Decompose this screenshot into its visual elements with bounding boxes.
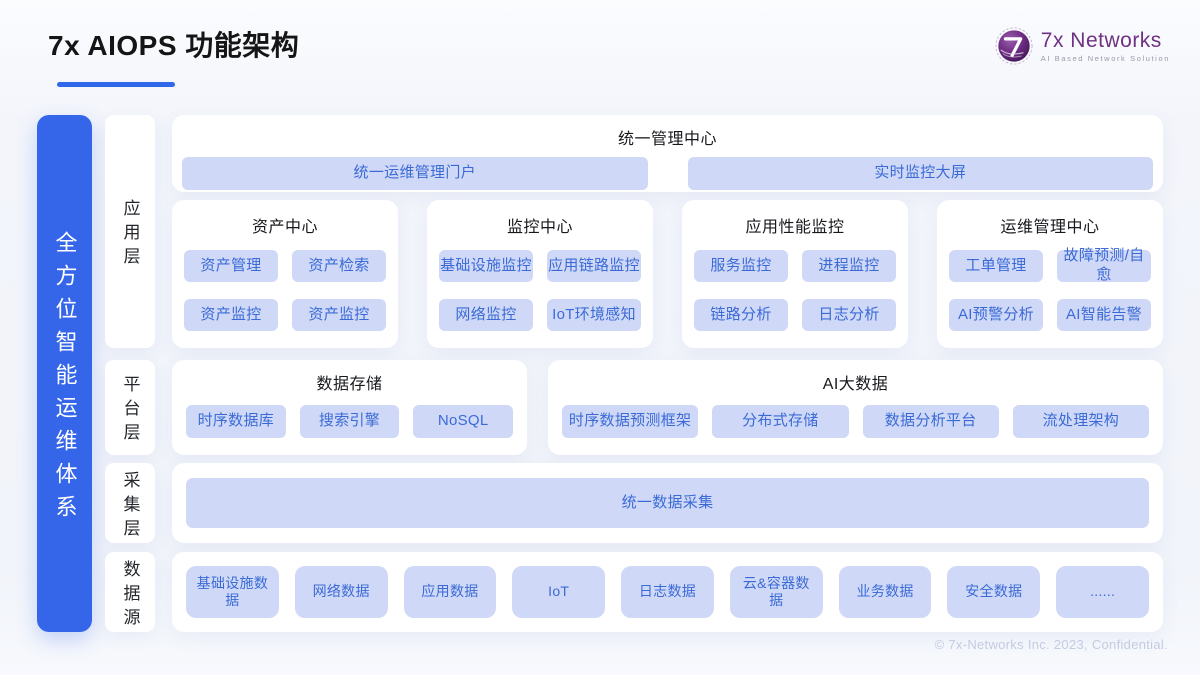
feature-chip: 工单管理: [949, 250, 1043, 282]
datasource-chip: 云&容器数据: [729, 566, 823, 618]
feature-chip: 日志分析: [802, 299, 896, 331]
feature-chip: 网络监控: [439, 299, 533, 331]
application-layer-row: 资产中心 资产管理 资产检索 资产监控 资产监控 监控中心 基础设施监控 应用链…: [172, 200, 1163, 348]
layer-label-platform: 平台层: [105, 360, 155, 455]
feature-chip: 进程监控: [802, 250, 896, 282]
asset-center-card: 资产中心 资产管理 资产检索 资产监控 资产监控: [172, 200, 398, 348]
datasource-row-card: 基础设施数据 网络数据 应用数据 IoT 日志数据 云&容器数据 业务数据 安全…: [172, 552, 1163, 632]
datasource-chip: 安全数据: [947, 566, 1041, 618]
feature-chip: 服务监控: [694, 250, 788, 282]
datasource-chip: 网络数据: [294, 566, 388, 618]
card-title: 运维管理中心: [1000, 219, 1100, 236]
datasource-chip: 业务数据: [838, 566, 932, 618]
feature-chip: 资产管理: [184, 250, 278, 282]
copyright-note: © 7x-Networks Inc. 2023, Confidential.: [934, 637, 1168, 652]
datasource-chip: 日志数据: [621, 566, 714, 618]
feature-chip: 资产监控: [184, 299, 278, 331]
card-title: 应用性能监控: [745, 219, 845, 236]
feature-chip: 统一运维管理门户: [182, 157, 648, 190]
layer-label-collection: 采集层: [105, 463, 155, 543]
ai-bigdata-card: AI大数据 时序数据预测框架 分布式存储 数据分析平台 流处理架构: [548, 360, 1163, 455]
title-underline: [57, 82, 175, 87]
unified-collection-chip: 统一数据采集: [186, 478, 1149, 528]
feature-chip: 搜索引擎: [299, 405, 400, 438]
card-title: 数据存储: [316, 376, 383, 393]
feature-chip: 分布式存储: [712, 405, 849, 438]
datasource-chip: IoT: [512, 566, 606, 618]
card-title: 统一管理中心: [617, 131, 717, 148]
logo-name: 7x Networks: [1040, 28, 1162, 52]
datasource-chip: ......: [1056, 566, 1150, 618]
card-title: 监控中心: [506, 219, 573, 236]
feature-chip: 时序数据预测框架: [562, 405, 699, 438]
feature-chip: 流处理架构: [1012, 405, 1149, 438]
data-storage-card: 数据存储 时序数据库 搜索引擎 NoSQL: [172, 360, 527, 455]
feature-chip: 故障预测/自愈: [1057, 247, 1151, 283]
unified-management-card: 统一管理中心 统一运维管理门户 实时监控大屏: [172, 115, 1163, 192]
feature-chip: 时序数据库: [186, 405, 286, 438]
page-title: 7x AIOPS 功能架构: [48, 30, 300, 61]
feature-chip: 资产检索: [292, 250, 386, 282]
company-logo: 7x Networks AI Based Network Solution: [995, 27, 1170, 65]
feature-chip: NoSQL: [413, 405, 514, 438]
feature-chip: 应用链路监控: [547, 250, 641, 282]
apm-card: 应用性能监控 服务监控 进程监控 链路分析 日志分析: [682, 200, 908, 348]
feature-chip: 基础设施监控: [439, 250, 533, 282]
side-banner-text: 全方位智能运维体系: [52, 230, 78, 528]
monitor-center-card: 监控中心 基础设施监控 应用链路监控 网络监控 IoT环境感知: [427, 200, 653, 348]
card-title: AI大数据: [822, 376, 889, 393]
feature-chip: 资产监控: [292, 299, 386, 331]
layer-label-application: 应用层: [105, 115, 155, 348]
platform-layer-row: 数据存储 时序数据库 搜索引擎 NoSQL AI大数据 时序数据预测框架 分布式…: [172, 360, 1163, 455]
feature-chip: 实时监控大屏: [687, 157, 1153, 190]
logo-globe-icon: [995, 27, 1033, 65]
logo-tagline: AI Based Network Solution: [1040, 53, 1170, 63]
feature-chip: AI预警分析: [949, 299, 1043, 331]
feature-chip: AI智能告警: [1057, 299, 1151, 331]
collection-layer-card: 统一数据采集: [172, 463, 1163, 543]
datasource-chip: 应用数据: [403, 566, 497, 618]
feature-chip: 数据分析平台: [862, 405, 999, 438]
feature-chip: IoT环境感知: [547, 299, 641, 331]
side-banner: 全方位智能运维体系: [37, 115, 92, 632]
layer-label-datasource: 数据源: [105, 552, 155, 632]
datasource-chip: 基础设施数据: [186, 566, 279, 618]
card-title: 资产中心: [251, 219, 318, 236]
feature-chip: 链路分析: [694, 299, 788, 331]
ops-management-card: 运维管理中心 工单管理 故障预测/自愈 AI预警分析 AI智能告警: [937, 200, 1163, 348]
